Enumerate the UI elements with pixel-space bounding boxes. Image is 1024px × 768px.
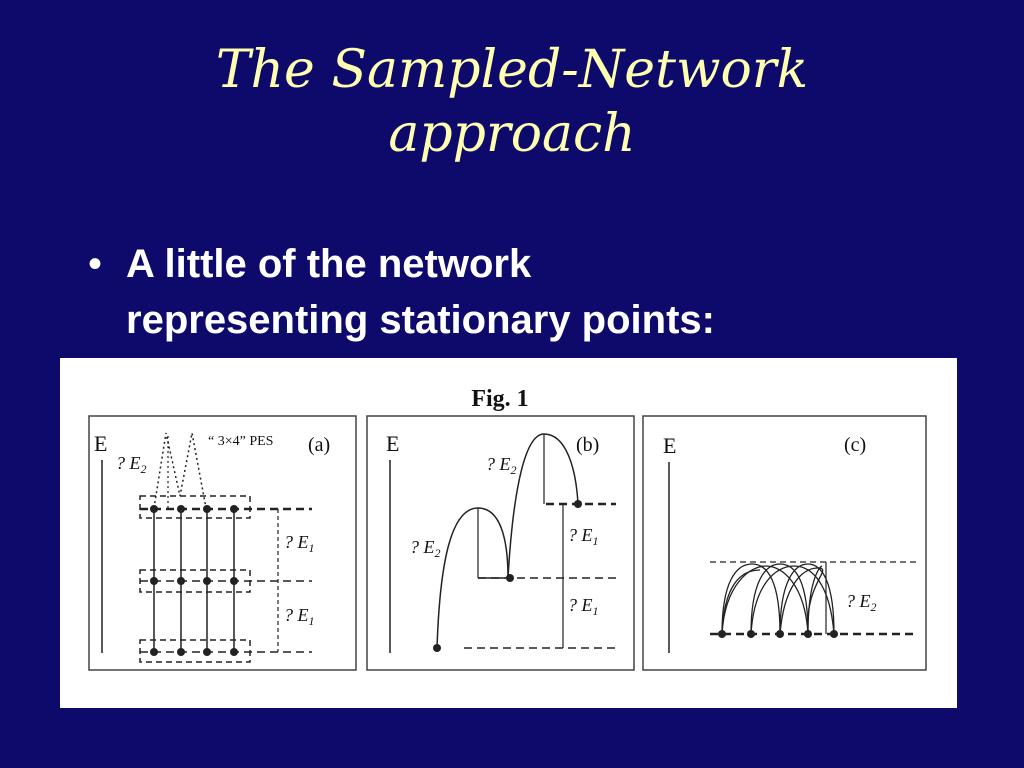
panel-a-label: (a)	[308, 434, 330, 456]
panel-c: E (c) ? E2	[642, 415, 927, 671]
figure-svg: Fig. 1 E (a) “ 3×4” PES ? E2	[88, 386, 927, 671]
panel-c-label: (c)	[844, 434, 866, 456]
panel-a-nodes	[150, 505, 238, 656]
slide-title-line-1: The Sampled-Network	[215, 40, 809, 100]
bullet-line-1: A little of the network	[126, 242, 532, 286]
slide-title-line-2: approach	[388, 104, 636, 164]
panel-b-energy-label: E	[386, 431, 399, 456]
panel-b-node-bottom	[433, 644, 441, 652]
panel-b-delta-e1-upper: ? E1	[568, 525, 599, 548]
panel-c-energy-label: E	[663, 433, 676, 458]
panel-a-delta-e1-upper: ? E1	[284, 532, 315, 555]
panel-b-frame	[366, 415, 635, 671]
panel-b-arc-lower	[436, 507, 509, 649]
panel-a-pes-label: “ 3×4” PES	[208, 434, 273, 449]
panel-b: E (b) ? E1 ? E1	[366, 415, 635, 671]
panel-a: E (a) “ 3×4” PES ? E2	[88, 415, 357, 671]
panel-a-energy-label: E	[94, 431, 107, 456]
panel-b-label: (b)	[576, 434, 599, 456]
panel-c-arcs	[721, 563, 835, 635]
figure-network-diagram: Fig. 1 E (a) “ 3×4” PES ? E2	[60, 358, 957, 708]
slide-title: The Sampled-Network approach	[0, 38, 1024, 166]
panel-b-delta-e2-lower: ? E2	[410, 537, 441, 560]
bullet-marker: •	[88, 242, 103, 286]
panel-c-frame	[642, 415, 927, 671]
panel-b-delta-e1-lower: ? E1	[568, 595, 599, 618]
panel-a-box-top	[139, 495, 251, 519]
panel-c-nodes	[718, 630, 838, 638]
panel-a-frame	[88, 415, 357, 671]
panel-a-box-bottom	[139, 639, 251, 663]
panel-b-node-mid	[506, 574, 514, 582]
panel-a-delta-e2-label: ? E2	[116, 453, 147, 476]
figure-caption: Fig. 1	[471, 386, 528, 412]
panel-a-delta-e1-lower: ? E1	[284, 605, 315, 628]
panel-b-arc-upper	[507, 433, 579, 579]
panel-c-delta-e2: ? E2	[846, 591, 877, 614]
panel-b-node-top	[574, 500, 582, 508]
panel-b-delta-e2-upper: ? E2	[486, 454, 517, 477]
bullet-line-2: representing stationary points:	[126, 298, 715, 342]
bullet-list: • A little of the network representing s…	[88, 236, 968, 348]
